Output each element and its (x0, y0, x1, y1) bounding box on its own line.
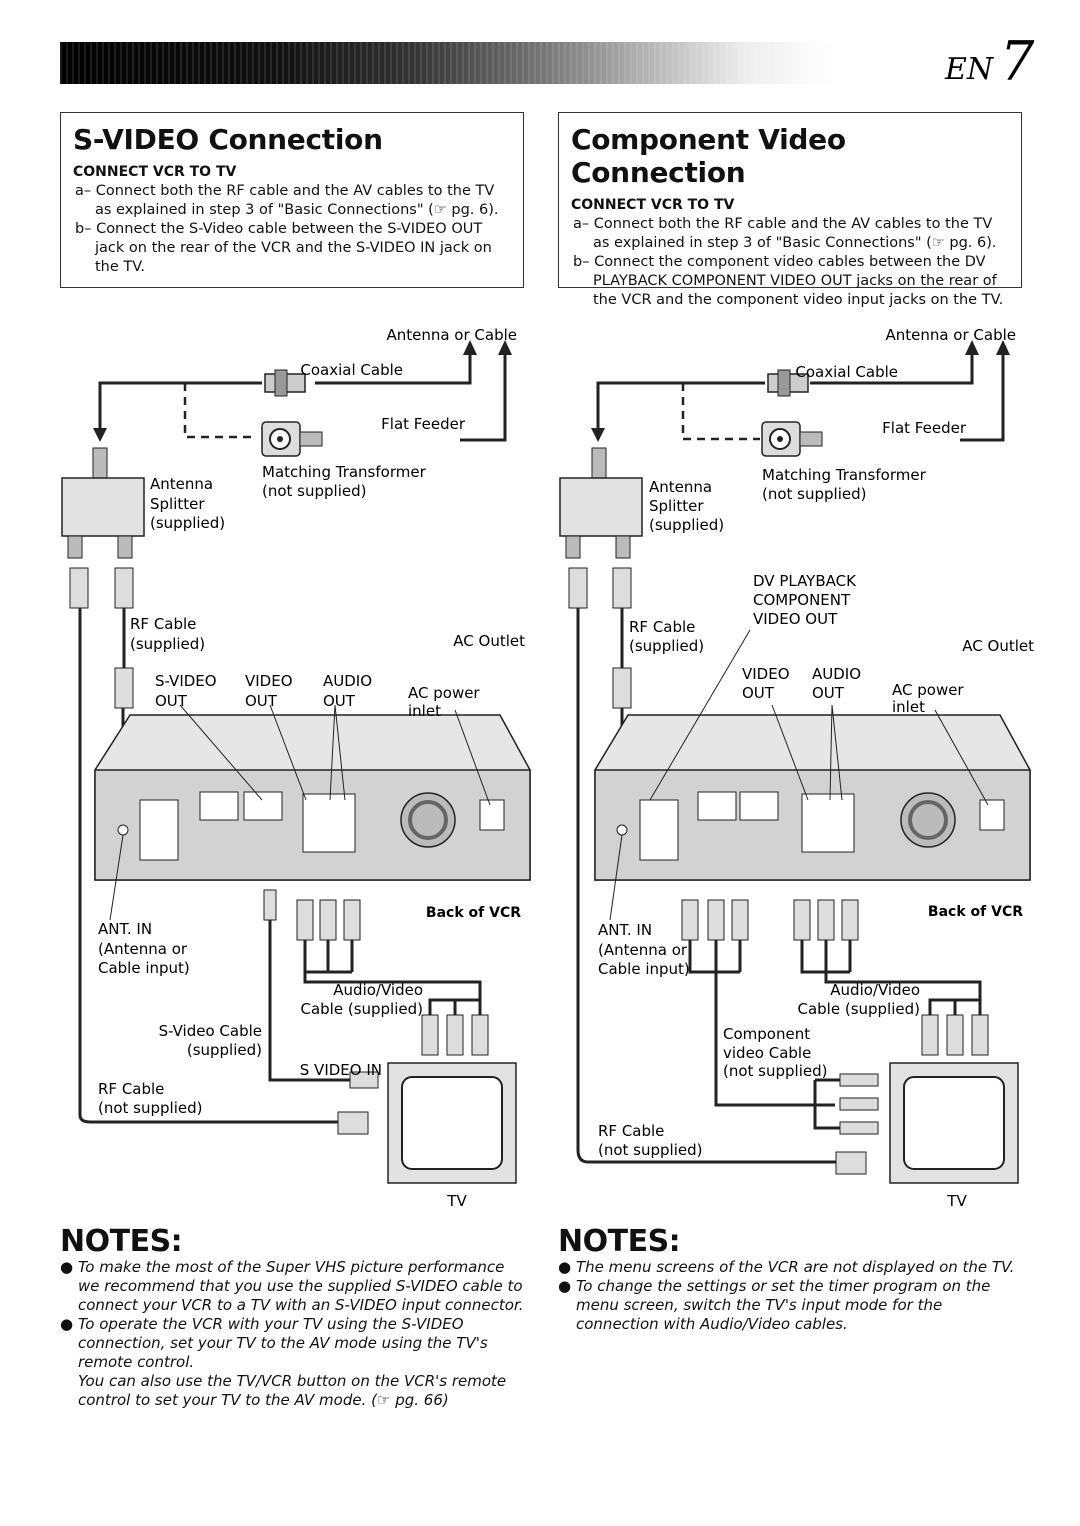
notes-list-right: ●The menu screens of the VCR are not dis… (558, 1258, 1023, 1334)
label-ant-in-2: (Antenna or (598, 941, 688, 959)
label-ant-in-1: ANT. IN (98, 920, 152, 938)
label-rf-supplied-2: (supplied) (130, 635, 205, 653)
label-ac-power-2: inlet (408, 702, 441, 720)
label-sv-cable-2: (supplied) (187, 1041, 262, 1059)
label-audio-out-2: OUT (323, 692, 356, 710)
label-ant-in-3: Cable input) (98, 959, 190, 977)
label-comp-2: video Cable (723, 1044, 811, 1062)
label-antenna-cable: Antenna or Cable (885, 326, 1016, 344)
matching-transformer-icon (261, 421, 323, 457)
label-splitter-2: Splitter (649, 497, 704, 515)
label-comp-1: Component (723, 1025, 810, 1043)
label-ac-power-1: AC power (408, 684, 480, 702)
component-subtitle: CONNECT VCR TO TV (571, 197, 735, 213)
label-splitter-1: Antenna (649, 478, 712, 496)
notes-heading-right: NOTES: (558, 1224, 681, 1259)
label-dv-1: DV PLAYBACK (753, 572, 857, 590)
label-rf-ns-2: (not supplied) (598, 1141, 703, 1159)
component-step-b: b– Connect the component video cables be… (573, 254, 1004, 308)
notes-list-left: ●To make the most of the Super VHS pictu… (60, 1258, 525, 1410)
page-number: 7 (1000, 30, 1035, 93)
label-matching: Matching Transformer (262, 463, 427, 481)
label-av-cable-2: Cable (supplied) (300, 1000, 423, 1018)
component-step-a: a– Connect both the RF cable and the AV … (573, 216, 997, 251)
antenna-splitter-icon (559, 447, 643, 559)
vcr-rear-panel (94, 714, 531, 881)
svideo-instructions-box: S-VIDEO Connection CONNECT VCR TO TV a– … (60, 112, 524, 288)
label-matching-ns: (not supplied) (262, 482, 367, 500)
label-sv-in: S VIDEO IN (300, 1061, 382, 1079)
tv-icon (889, 1062, 1019, 1184)
label-video-out-2: OUT (742, 684, 775, 702)
label-rf-ns-2: (not supplied) (98, 1099, 203, 1117)
label-matching-ns: (not supplied) (762, 485, 867, 503)
svideo-title: S-VIDEO Connection (73, 123, 383, 156)
label-svideo-out-1: S-VIDEO (155, 672, 217, 690)
note-item: ●To change the settings or set the timer… (558, 1277, 991, 1333)
label-dv-2: COMPONENT (753, 591, 851, 609)
note-item: ●The menu screens of the VCR are not dis… (558, 1258, 1015, 1276)
label-ac-outlet: AC Outlet (453, 632, 525, 650)
label-audio-out-1: AUDIO (323, 672, 372, 690)
label-flat-feeder: Flat Feeder (381, 415, 466, 433)
label-ant-in-3: Cable input) (598, 960, 690, 978)
tv-icon (387, 1062, 517, 1184)
label-comp-3: (not supplied) (723, 1062, 828, 1080)
label-coaxial: Coaxial Cable (300, 361, 403, 379)
label-ac-power-2: inlet (892, 698, 925, 716)
label-splitter-3: (supplied) (150, 514, 225, 532)
label-rf-ns-1: RF Cable (98, 1080, 164, 1098)
note-item: ●To operate the VCR with your TV using t… (60, 1315, 488, 1371)
matching-transformer-icon (761, 421, 823, 457)
antenna-splitter-icon (61, 447, 145, 559)
svideo-step-b: b– Connect the S-Video cable between the… (75, 221, 492, 275)
label-dv-3: VIDEO OUT (753, 610, 838, 628)
label-tv: TV (446, 1192, 467, 1210)
label-tv: TV (946, 1192, 967, 1210)
component-title: Component Video Connection (571, 123, 846, 189)
label-audio-out-1: AUDIO (812, 665, 861, 683)
coaxial-plug-icon (767, 369, 809, 397)
label-audio-out-2: OUT (812, 684, 845, 702)
label-av-cable-2: Cable (supplied) (797, 1000, 920, 1018)
label-ac-outlet: AC Outlet (962, 637, 1034, 655)
header-gradient-bar (60, 42, 940, 84)
label-video-out-2: OUT (245, 692, 278, 710)
notes-heading-left: NOTES: (60, 1224, 183, 1259)
label-rf-supplied-1: RF Cable (130, 615, 196, 633)
label-rf-ns-1: RF Cable (598, 1122, 664, 1140)
label-splitter-3: (supplied) (649, 516, 724, 534)
label-ac-power-1: AC power (892, 681, 964, 699)
coaxial-plug-icon (264, 369, 306, 397)
label-rf-supplied-2: (supplied) (629, 637, 704, 655)
note-extra: You can also use the TV/VCR button on th… (78, 1372, 507, 1409)
note-item: ●To make the most of the Super VHS pictu… (60, 1258, 524, 1314)
svideo-subtitle: CONNECT VCR TO TV (73, 164, 237, 180)
label-svideo-out-2: OUT (155, 692, 188, 710)
label-splitter-2: Splitter (150, 495, 205, 513)
label-splitter-1: Antenna (150, 475, 213, 493)
component-connection-diagram: Antenna or Cable Coaxial Cable Flat Feed… (559, 326, 1034, 1210)
label-matching: Matching Transformer (762, 466, 927, 484)
label-ant-in-1: ANT. IN (598, 921, 652, 939)
label-flat-feeder: Flat Feeder (882, 419, 967, 437)
label-av-cable-1: Audio/Video (830, 981, 920, 999)
svideo-connection-diagram: Antenna or Cable Coaxial Cable Flat Feed… (61, 326, 531, 1210)
svideo-step-a: a– Connect both the RF cable and the AV … (75, 183, 499, 218)
language-label: EN (945, 52, 994, 87)
label-back-vcr: Back of VCR (928, 904, 1023, 920)
label-coaxial: Coaxial Cable (795, 363, 898, 381)
label-sv-cable-1: S-Video Cable (159, 1022, 262, 1040)
label-rf-supplied-1: RF Cable (629, 618, 695, 636)
label-av-cable-1: Audio/Video (333, 981, 423, 999)
vcr-rear-panel (594, 714, 1031, 881)
label-video-out-1: VIDEO (245, 672, 293, 690)
label-video-out-1: VIDEO (742, 665, 790, 683)
label-ant-in-2: (Antenna or (98, 940, 188, 958)
component-instructions-box: Component Video Connection CONNECT VCR T… (558, 112, 1022, 308)
label-antenna-cable: Antenna or Cable (386, 326, 517, 344)
label-back-vcr: Back of VCR (426, 905, 521, 921)
